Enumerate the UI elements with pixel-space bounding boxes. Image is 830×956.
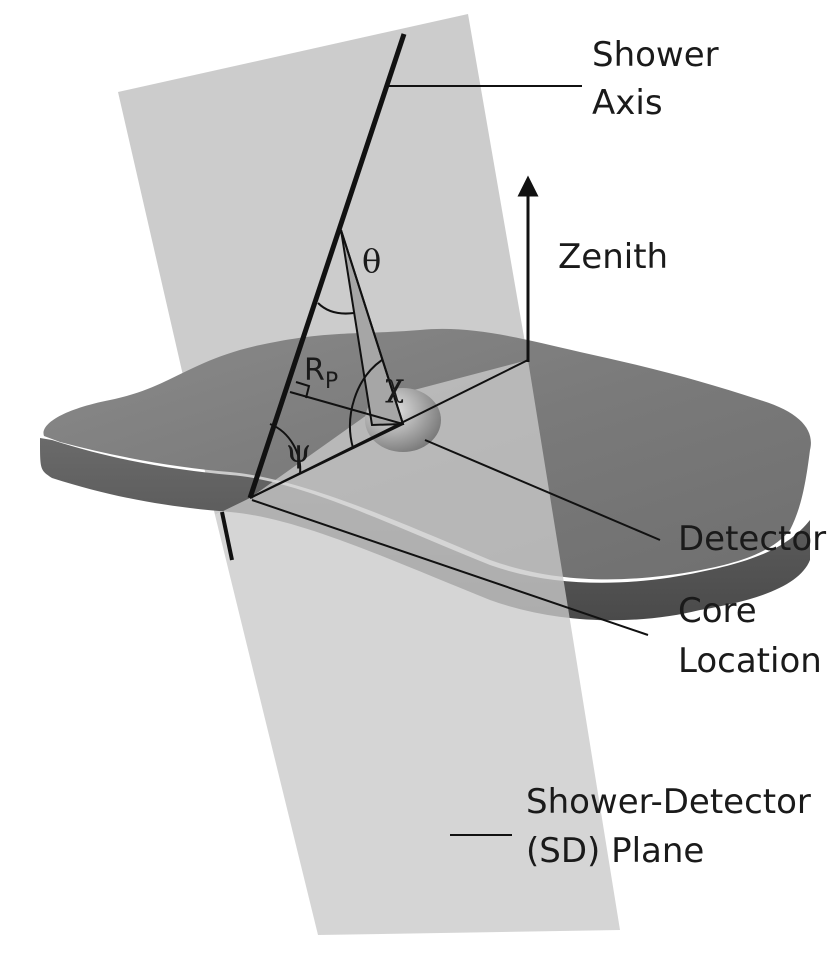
sd-plane-lower: [215, 360, 620, 935]
shower-axis-below: [220, 511, 234, 561]
theta-arc: [317, 302, 355, 315]
sd-plane-label-line1: Shower-Detector: [526, 782, 811, 822]
shower-axis-label-line1: Shower: [592, 35, 719, 75]
sd-plane-label-line2: (SD) Plane: [526, 831, 704, 871]
right-angle-marker: [295, 381, 311, 399]
ground-slab-side: [40, 438, 810, 621]
psi-label: ψ: [286, 432, 311, 470]
shower-axis: [247, 33, 407, 499]
rp-label-main: R: [304, 353, 325, 388]
axis-to-detector-line: [340, 229, 404, 425]
shower-axis-label-line2: Axis: [592, 83, 663, 123]
chi-arc: [349, 359, 383, 449]
zenith-label: Zenith: [558, 237, 668, 277]
theta-label: θ: [362, 242, 381, 280]
core-location-label-line2: Location: [678, 641, 822, 681]
rp-label: RP: [304, 353, 338, 394]
detector-leader: [424, 439, 661, 541]
chi-label: χ: [385, 366, 404, 404]
detector-label: Detector: [678, 519, 826, 559]
rp-label-sub: P: [325, 369, 338, 394]
detector-to-core-line: [249, 423, 404, 499]
rp-line: [289, 391, 404, 425]
core-location-leader: [251, 499, 649, 636]
core-location-label-line1: Core: [678, 591, 757, 631]
